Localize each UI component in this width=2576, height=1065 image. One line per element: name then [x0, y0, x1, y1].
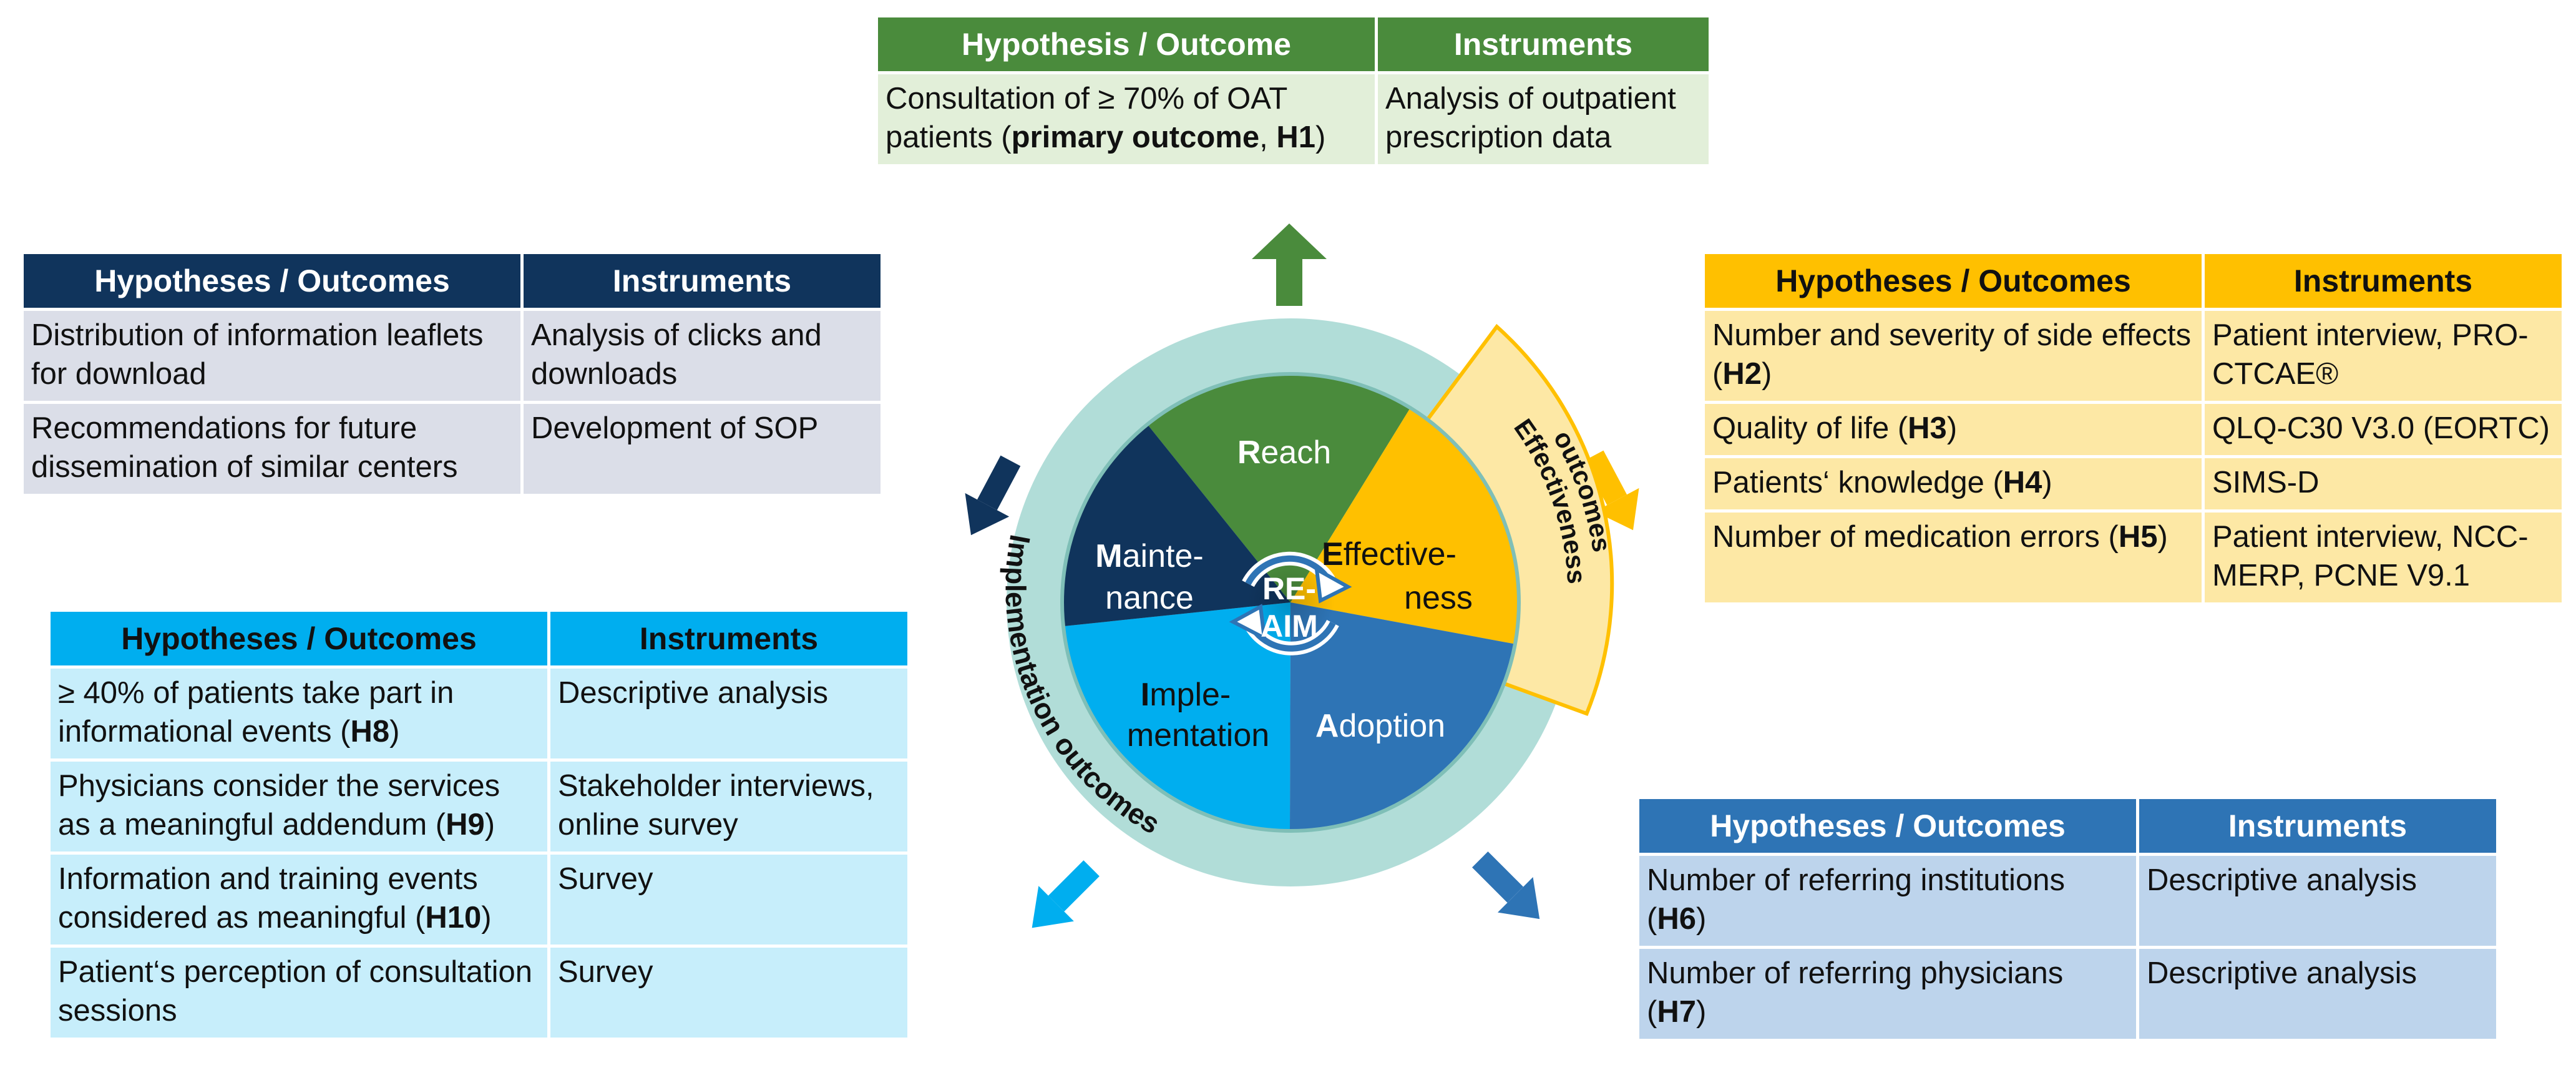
adoption-label: Adoption — [1315, 708, 1445, 744]
reach-table: Hypothesis / Outcome Instruments Consult… — [875, 14, 1712, 167]
instrument-cell: Descriptive analysis — [2139, 949, 2496, 1039]
maintenance-arrow — [965, 455, 1021, 536]
instrument-cell: Survey — [550, 948, 907, 1038]
maintenance-label-line2: nance — [1105, 580, 1194, 616]
instrument-cell: Stakeholder interviews, online survey — [550, 762, 907, 852]
table-row: Quality of life (H3) QLQ-C30 V3.0 (EORTC… — [1705, 404, 2562, 455]
table-row: Patients‘ knowledge (H4) SIMS-D — [1705, 458, 2562, 509]
hypothesis-cell: Consultation of ≥ 70% of OAT patients (p… — [878, 74, 1375, 164]
hypothesis-cell: Physicians consider the services as a me… — [51, 762, 547, 852]
table-row: Number of referring institutions (H6) De… — [1639, 856, 2496, 946]
table-header: Hypotheses / Outcomes Instruments — [1639, 799, 2496, 853]
hypothesis-cell: Quality of life (H3) — [1705, 404, 2202, 455]
effectiveness-table: Hypotheses / Outcomes Instruments Number… — [1702, 251, 2565, 606]
hypothesis-cell: Information and training events consider… — [51, 855, 547, 945]
maintenance-segment — [1061, 424, 1290, 627]
table-header: Hypotheses / Outcomes Instruments — [24, 254, 881, 308]
table-row: Consultation of ≥ 70% of OAT patients (p… — [878, 74, 1709, 164]
instrument-cell: Survey — [550, 855, 907, 945]
instrument-cell: Analysis of clicks and downloads — [524, 311, 881, 401]
effectiveness-label-line2: ness — [1404, 580, 1473, 616]
instruments-header: Instruments — [2205, 254, 2562, 308]
center-label-line1: RE- — [1262, 571, 1316, 606]
instruments-header: Instruments — [550, 612, 907, 665]
instrument-cell: QLQ-C30 V3.0 (EORTC) — [2205, 404, 2562, 455]
implementation-label-line1: Imple- — [1141, 677, 1231, 713]
re-aim-wheel: Reach Effective- ness Adoption Imple- me… — [965, 223, 1639, 928]
hypothesis-cell: Number of referring physicians (H7) — [1639, 949, 2136, 1039]
hypothesis-header: Hypotheses / Outcomes — [51, 612, 547, 665]
table-row: Number and severity of side effects (H2)… — [1705, 311, 2562, 401]
hypothesis-cell: ≥ 40% of patients take part in informati… — [51, 669, 547, 758]
reach-segment — [1147, 374, 1410, 602]
table-row: Distribution of information leaflets for… — [24, 311, 881, 401]
instrument-cell: SIMS-D — [2205, 458, 2562, 509]
instrument-cell: Descriptive analysis — [550, 669, 907, 758]
hypothesis-cell: Number of medication errors (H5) — [1705, 513, 2202, 602]
effectiveness-label-line1: Effective- — [1322, 536, 1456, 572]
table-header: Hypotheses / Outcomes Instruments — [51, 612, 907, 665]
table-row: Number of referring physicians (H7) Desc… — [1639, 949, 2496, 1039]
instruments-header: Instruments — [524, 254, 881, 308]
implementation-label-line2: mentation — [1127, 717, 1269, 753]
hypothesis-cell: Patient‘s perception of consultation ses… — [51, 948, 547, 1038]
adoption-table: Hypotheses / Outcomes Instruments Number… — [1636, 796, 2499, 1042]
center-label-line2: AIM — [1261, 609, 1318, 644]
table-header: Hypotheses / Outcomes Instruments — [1705, 254, 2562, 308]
maintenance-label-line1: Mainte- — [1095, 538, 1203, 574]
implementation-segment — [1063, 602, 1290, 831]
maintenance-table: Hypotheses / Outcomes Instruments Distri… — [21, 251, 884, 497]
instrument-cell: Descriptive analysis — [2139, 856, 2496, 946]
instruments-header: Instruments — [1378, 17, 1709, 71]
inner-ring-edge — [1060, 372, 1521, 833]
reach-arrow — [1252, 223, 1327, 306]
instrument-cell: Patient interview, NCC-MERP, PCNE V9.1 — [2205, 513, 2562, 602]
table-row: Patient‘s perception of consultation ses… — [51, 948, 907, 1038]
instruments-header: Instruments — [2139, 799, 2496, 853]
table-row: Number of medication errors (H5) Patient… — [1705, 513, 2562, 602]
table-row: Physicians consider the services as a me… — [51, 762, 907, 852]
instrument-cell: Analysis of outpatient prescription data — [1378, 74, 1709, 164]
implementation-arrow — [1032, 860, 1100, 928]
hypothesis-cell: Recommendations for future dissemination… — [24, 404, 520, 494]
hypothesis-header: Hypotheses / Outcomes — [1705, 254, 2202, 308]
hypothesis-header: Hypotheses / Outcomes — [1639, 799, 2136, 853]
table-row: Information and training events consider… — [51, 855, 907, 945]
adoption-arrow — [1471, 851, 1540, 920]
instrument-cell: Patient interview, PRO-CTCAE® — [2205, 311, 2562, 401]
hypothesis-cell: Number of referring institutions (H6) — [1639, 856, 2136, 946]
table-header: Hypothesis / Outcome Instruments — [878, 17, 1709, 71]
hypothesis-cell: Patients‘ knowledge (H4) — [1705, 458, 2202, 509]
hypothesis-cell: Number and severity of side effects (H2) — [1705, 311, 2202, 401]
effectiveness-arrow — [1583, 450, 1639, 531]
hypothesis-header: Hypothesis / Outcome — [878, 17, 1375, 71]
implementation-table: Hypotheses / Outcomes Instruments ≥ 40% … — [47, 609, 910, 1041]
cycle-arrows-icon — [1229, 551, 1352, 655]
adoption-segment — [1290, 602, 1515, 831]
instrument-cell: Development of SOP — [524, 404, 881, 494]
table-row: ≥ 40% of patients take part in informati… — [51, 669, 907, 758]
reach-label: Reach — [1237, 434, 1331, 471]
hypothesis-cell: Distribution of information leaflets for… — [24, 311, 520, 401]
hypothesis-header: Hypotheses / Outcomes — [24, 254, 520, 308]
table-row: Recommendations for future dissemination… — [24, 404, 881, 494]
